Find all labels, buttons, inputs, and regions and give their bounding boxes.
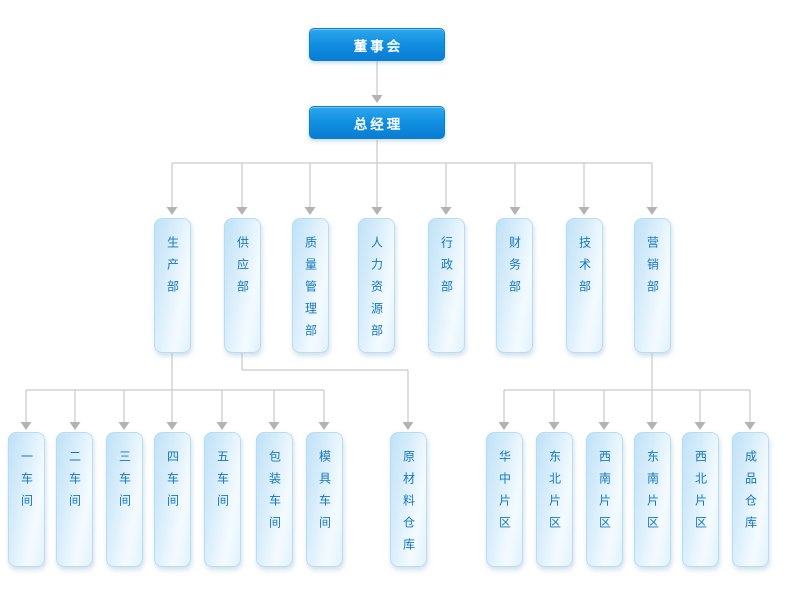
org-node-dept-finance: 财务部 [496,218,533,353]
org-node-workshop-3: 三车间 [106,432,143,567]
node-label: 董事会 [353,38,404,55]
org-node-dept-quality-management: 质量管理部 [292,218,329,353]
node-label: 西南片区 [597,450,612,538]
node-label: 五车间 [215,450,230,516]
org-node-workshop-2: 二车间 [56,432,93,567]
node-label: 营销部 [645,236,660,302]
org-node-dept-administration: 行政部 [428,218,465,353]
org-node-dept-supply: 供应部 [224,218,261,353]
node-label: 行政部 [439,236,454,302]
node-label: 技术部 [577,236,592,302]
org-node-raw-material-warehouse: 原材料仓库 [390,432,427,567]
node-label: 原材料仓库 [401,450,416,560]
node-label: 三车间 [117,450,132,516]
node-label: 东南片区 [645,450,660,538]
org-node-packaging-workshop: 包装车间 [256,432,293,567]
org-node-region-northeast: 东北片区 [536,432,573,567]
node-label: 二车间 [67,450,82,516]
org-node-general-manager: 总经理 [309,106,445,139]
node-label: 财务部 [507,236,522,302]
node-label: 华中片区 [497,450,512,538]
org-node-dept-marketing: 营销部 [634,218,671,353]
node-label: 质量管理部 [303,236,318,346]
node-label: 供应部 [235,236,250,302]
org-node-workshop-1: 一车间 [8,432,45,567]
org-node-dept-technology: 技术部 [566,218,603,353]
node-label: 包装车间 [267,450,282,538]
org-node-finished-goods-warehouse: 成品仓库 [732,432,769,567]
org-node-region-southeast: 东南片区 [634,432,671,567]
org-node-board-of-directors: 董事会 [309,28,445,61]
org-node-workshop-5: 五车间 [204,432,241,567]
org-node-workshop-4: 四车间 [154,432,191,567]
org-node-region-southwest: 西南片区 [586,432,623,567]
node-label: 东北片区 [547,450,562,538]
org-node-region-northwest: 西北片区 [682,432,719,567]
org-node-region-central-china: 华中片区 [486,432,523,567]
node-label: 模具车间 [317,450,332,538]
node-label: 成品仓库 [743,450,758,538]
node-label: 四车间 [165,450,180,516]
node-label: 生产部 [165,236,180,302]
node-label: 人力资源部 [369,236,384,346]
org-node-dept-human-resources: 人力资源部 [358,218,395,353]
org-node-mold-workshop: 模具车间 [306,432,343,567]
node-label: 西北片区 [693,450,708,538]
org-node-dept-production: 生产部 [154,218,191,353]
node-label: 一车间 [19,450,34,516]
node-label: 总经理 [353,116,404,133]
